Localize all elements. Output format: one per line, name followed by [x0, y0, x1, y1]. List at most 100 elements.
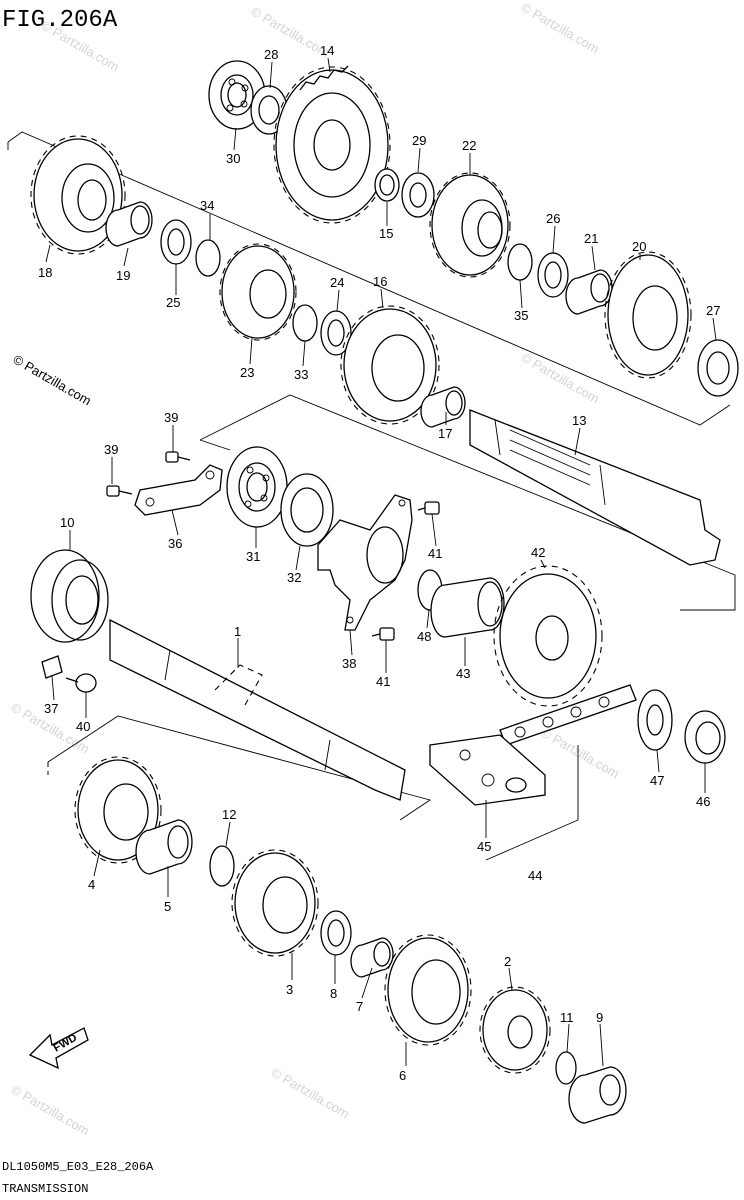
circlip-34: [195, 239, 221, 277]
bushing-21: [565, 269, 613, 315]
mainshaft-1: [109, 618, 406, 801]
washer-11: [555, 1051, 577, 1085]
gear-23: [219, 243, 297, 341]
label-6: 6: [399, 1068, 406, 1083]
gear-3: [231, 849, 319, 957]
circlip-12: [209, 845, 235, 887]
bearing-10: [30, 549, 109, 643]
gear-16: [340, 305, 440, 425]
label-20: 20: [632, 239, 646, 254]
part-labels: 28 14 30 29 22 15 18 19 25 34 26 21 20 3…: [38, 43, 720, 1083]
label-41-lower: 41: [376, 674, 390, 689]
washer-27: [697, 339, 739, 397]
washer-29: [401, 172, 435, 218]
label-45: 45: [477, 839, 491, 854]
svg-text:© Partzilla.com: © Partzilla.com: [269, 1065, 352, 1122]
washer-47: [637, 689, 673, 751]
gear-2: [479, 986, 551, 1074]
label-4: 4: [88, 877, 95, 892]
circlip-33: [292, 304, 318, 342]
gear-18: [30, 135, 126, 255]
label-11: 11: [560, 1010, 574, 1025]
label-34: 34: [200, 198, 214, 213]
bushing-17: [420, 386, 466, 428]
label-28: 28: [264, 47, 278, 62]
label-2: 2: [504, 954, 511, 969]
bearing-31: [226, 446, 288, 528]
washer-25: [160, 219, 192, 265]
label-23: 23: [240, 365, 254, 380]
label-5: 5: [164, 899, 171, 914]
label-22: 22: [462, 138, 476, 153]
bearing-9: [568, 1066, 627, 1124]
label-46: 46: [696, 794, 710, 809]
label-12: 12: [222, 807, 236, 822]
shaft-13: [469, 409, 721, 566]
label-13: 13: [572, 413, 586, 428]
svg-text:© Partzilla.com: © Partzilla.com: [9, 1082, 92, 1139]
washer-26: [537, 252, 569, 298]
label-29: 29: [412, 133, 426, 148]
bolt-41b: [371, 627, 395, 641]
watermark-main: © Partzilla.com: [11, 352, 94, 409]
group-outline-driveshaft: [199, 394, 736, 611]
label-27: 27: [706, 303, 720, 318]
bolt-39b: [165, 451, 191, 463]
label-24: 24: [330, 275, 344, 290]
label-18: 18: [38, 265, 52, 280]
label-43: 43: [456, 666, 470, 681]
label-38: 38: [342, 656, 356, 671]
label-31: 31: [246, 549, 260, 564]
label-37: 37: [44, 701, 58, 716]
label-1: 1: [234, 624, 241, 639]
label-25: 25: [166, 295, 180, 310]
label-44: 44: [528, 868, 542, 883]
bolt-41a: [417, 501, 440, 515]
label-39-right: 39: [164, 410, 178, 425]
svg-text:© Partzilla.com: © Partzilla.com: [539, 725, 622, 782]
washer-8: [320, 910, 352, 956]
label-14: 14: [320, 43, 334, 58]
label-36: 36: [168, 536, 182, 551]
oil-seal-32: [280, 473, 334, 547]
svg-text:© Partzilla.com: © Partzilla.com: [519, 350, 602, 407]
fwd-arrow-icon: FWD: [28, 1027, 89, 1070]
label-15: 15: [379, 226, 393, 241]
label-19: 19: [116, 268, 130, 283]
label-48: 48: [417, 629, 431, 644]
label-30: 30: [226, 151, 240, 166]
label-32: 32: [287, 570, 301, 585]
sprocket-42: [493, 565, 603, 707]
gear-4: [74, 756, 162, 864]
label-26: 26: [546, 211, 560, 226]
label-35: 35: [514, 308, 528, 323]
label-21: 21: [584, 231, 598, 246]
chain-44: [499, 684, 637, 746]
lock-washer-37: [41, 655, 63, 679]
svg-text:© Partzilla.com: © Partzilla.com: [519, 0, 602, 56]
group-outline-mainshaft-lower: [47, 715, 432, 821]
label-16: 16: [373, 274, 387, 289]
label-8: 8: [330, 986, 337, 1001]
label-3: 3: [286, 982, 293, 997]
washer-24: [320, 310, 352, 356]
footer-code: DL1050M5_E03_E28_206A: [2, 1160, 154, 1174]
gear-6: [384, 934, 472, 1046]
circlip-35: [507, 243, 533, 281]
label-7: 7: [356, 999, 363, 1014]
label-40: 40: [76, 719, 90, 734]
label-42: 42: [531, 545, 545, 560]
needle-bearing-15: [374, 168, 400, 202]
bushing-19: [105, 201, 153, 247]
chain-joint-45: [429, 734, 546, 806]
label-47: 47: [650, 773, 664, 788]
plate-38: [317, 494, 413, 631]
figure-title: FIG.206A: [2, 7, 118, 34]
label-41-upper: 41: [428, 546, 442, 561]
label-10: 10: [60, 515, 74, 530]
bolt-39a: [106, 485, 133, 497]
gear-20: [604, 251, 692, 379]
group-outline-countershaft: [7, 131, 731, 426]
footer-section: TRANSMISSION: [2, 1182, 88, 1196]
